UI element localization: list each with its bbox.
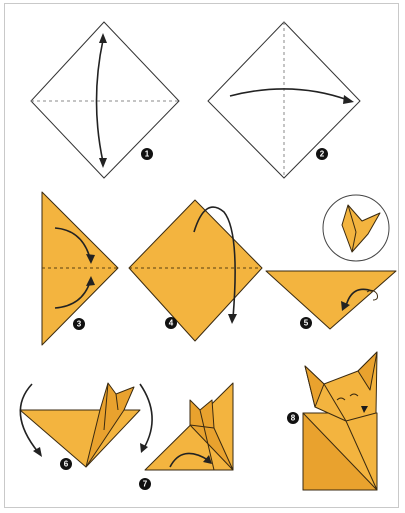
orange-paper-triangle [20,410,140,467]
step-7-diagram: 7 [139,383,233,490]
step-number: 7 [143,480,148,489]
arrow-head-icon [228,314,237,324]
step-3-diagram: 3 [42,192,118,345]
detail-inset [323,195,389,261]
step-number: 5 [304,319,309,328]
step-2-diagram: 2 [208,22,360,178]
arrow-head-icon [140,443,148,453]
step-number: 8 [291,414,296,423]
step-number: 4 [169,319,174,328]
step-number: 6 [64,460,69,469]
step-2-badge: 2 [316,148,328,160]
flip-arrow [140,384,152,448]
step-number: 1 [145,150,150,159]
orange-paper-triangle [266,271,396,329]
step-5-diagram: 5 [266,195,396,329]
step-6-diagram: 6 [20,383,152,470]
step-1-diagram: 1 [31,22,179,178]
step-8-diagram: 8 [287,352,377,490]
white-paper-square [31,22,179,178]
step-number: 3 [77,320,82,329]
step-8-badge: 8 [287,412,299,424]
step-4-diagram: 4 [129,200,262,341]
step-7-badge: 7 [139,478,151,490]
orange-paper-triangle [145,383,233,470]
step-3-badge: 3 [73,318,85,330]
orange-paper-diamond [129,200,262,341]
step-1-badge: 1 [141,148,153,160]
step-6-badge: 6 [60,458,72,470]
step-4-badge: 4 [165,317,177,329]
step-number: 2 [320,150,325,159]
step-5-badge: 5 [300,317,312,329]
